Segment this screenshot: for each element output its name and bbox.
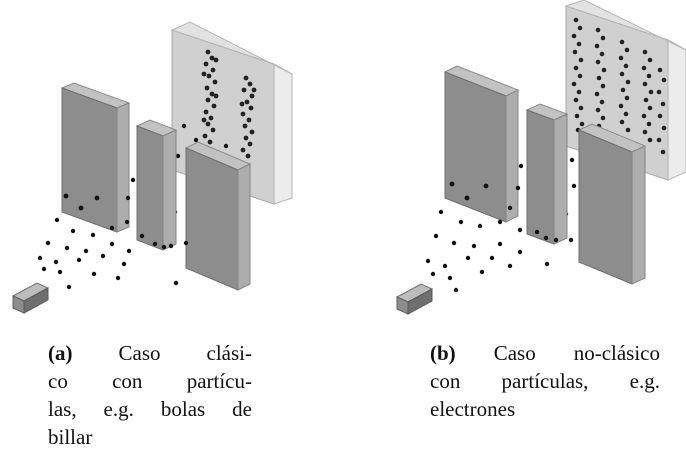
particles-in-flight bbox=[425, 163, 574, 293]
screen-hit-band-left bbox=[201, 49, 219, 145]
caption-a: (a) Caso clási- co con partícu- las, e.g… bbox=[48, 339, 252, 451]
barrier-right bbox=[577, 123, 647, 285]
figure-classical bbox=[0, 0, 330, 330]
particles-in-flight bbox=[37, 177, 189, 290]
screen-interference-bands bbox=[571, 17, 667, 155]
caption-b-line-1: (b) Caso no-clásico bbox=[430, 341, 660, 365]
caption-b-line-2: con partículas, e.g. bbox=[430, 369, 660, 393]
barrier-middle bbox=[135, 119, 178, 251]
caption-a-line-1: (a) Caso clási- bbox=[48, 341, 252, 365]
screen-hit-band-right bbox=[239, 75, 257, 159]
barrier-left bbox=[60, 82, 131, 233]
caption-a-line-4: billar bbox=[48, 425, 93, 449]
caption-b-line-3: electrones bbox=[430, 397, 516, 421]
caption-a-tag: (a) bbox=[48, 341, 73, 365]
caption-b-tag: (b) bbox=[430, 341, 456, 365]
caption-b: (b) Caso no-clásico con partículas, e.g.… bbox=[430, 339, 660, 423]
particle-source bbox=[11, 282, 50, 314]
caption-a-line-3: las, e.g. bolas de bbox=[48, 397, 252, 421]
classical-diagram bbox=[11, 21, 293, 314]
figure-nonclassical bbox=[378, 0, 686, 330]
barrier-middle bbox=[525, 103, 569, 245]
particle-source bbox=[395, 283, 434, 315]
nonclassical-diagram bbox=[395, 0, 686, 315]
caption-a-line-2: co con partícu- bbox=[48, 369, 252, 393]
barrier-right bbox=[184, 141, 252, 291]
barrier-left bbox=[443, 65, 520, 223]
